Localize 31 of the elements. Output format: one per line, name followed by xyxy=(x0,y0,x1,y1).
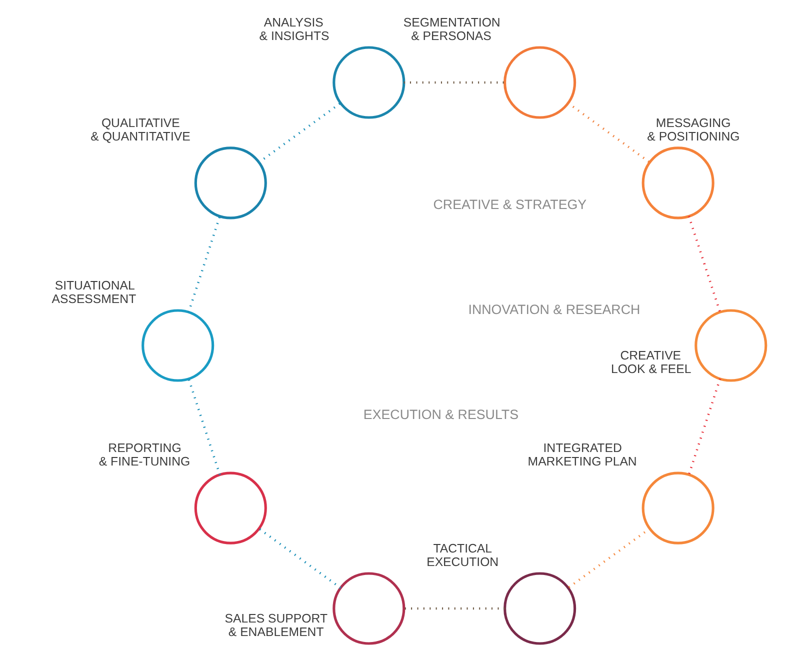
node-label: INTEGRATED MARKETING PLAN xyxy=(527,441,636,468)
node-label: CREATIVE LOOK & FEEL xyxy=(610,348,691,376)
node-circle xyxy=(641,146,714,220)
connector xyxy=(187,216,220,313)
node-circle xyxy=(141,309,214,382)
connector xyxy=(258,102,340,164)
connector xyxy=(687,216,721,312)
node-label: ANALYSIS & INSIGHTS xyxy=(258,16,329,43)
label: EXECUTION & RESULTS xyxy=(362,406,518,422)
node-label: QUALITATIVE & QUANTITATIVE xyxy=(90,116,190,144)
node-label: TACTICAL EXECUTION xyxy=(426,541,498,569)
label: CREATIVE & STRATEGY xyxy=(432,197,586,212)
node-circle xyxy=(694,309,767,382)
node-label: MESSAGING & POSITIONING xyxy=(646,116,740,144)
connector xyxy=(687,378,721,475)
node-label: SEGMENTATION & PERSONAS xyxy=(402,16,500,43)
node-circle xyxy=(641,472,714,544)
connector xyxy=(567,528,650,589)
label: INNOVATION & RESEARCH xyxy=(468,302,640,318)
node-circle xyxy=(194,146,266,220)
connector xyxy=(187,378,220,476)
node-circle xyxy=(332,46,405,119)
connector xyxy=(258,528,341,589)
node-circle xyxy=(194,472,266,544)
node-circle xyxy=(332,572,405,645)
node-circle xyxy=(503,572,576,645)
connector xyxy=(566,102,650,163)
node-label: REPORTING & FINE-TUNING xyxy=(98,441,190,468)
node-circle xyxy=(503,46,576,119)
node-label: SALES SUPPORT & ENABLEMENT xyxy=(224,611,327,639)
node-label: SITUATIONAL ASSESSMENT xyxy=(51,278,136,306)
